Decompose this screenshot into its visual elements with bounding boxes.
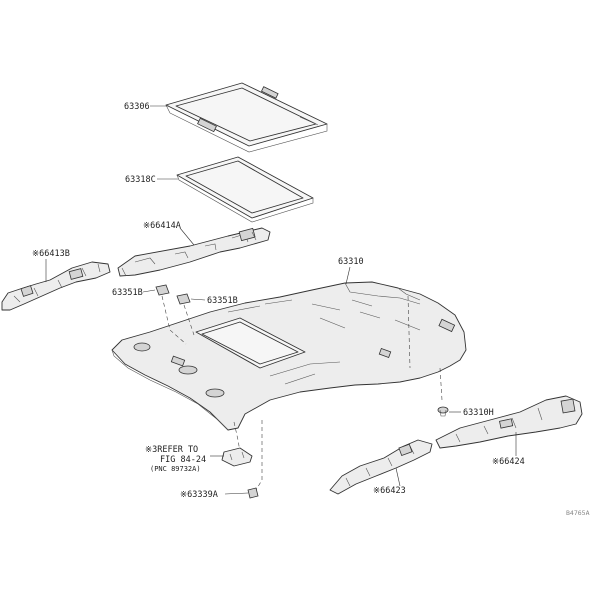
label-63310: 63310	[338, 257, 364, 267]
leader-66423	[395, 467, 401, 487]
label-63310h: 63310H	[463, 408, 494, 418]
part-66423-rail-bracket	[329, 439, 433, 495]
assembly-line-63339a	[255, 420, 263, 491]
label-66414a: ※66414A	[143, 221, 181, 231]
label-63351b-left: 63351B	[112, 288, 143, 298]
part-66414a-rail-bracket	[117, 227, 271, 277]
label-63306: 63306	[124, 102, 150, 112]
label-66413b: ※66413B	[32, 249, 70, 259]
label-refer-line1: ※3REFER TO	[145, 445, 198, 455]
part-ref-bracket	[221, 447, 253, 467]
part-66424-rail-bracket	[435, 395, 583, 449]
part-63351b-clip-left	[155, 284, 170, 296]
assembly-line-clip-left	[161, 295, 187, 345]
part-63351b-clip-right	[176, 293, 191, 305]
part-63318c-weatherstrip	[176, 156, 314, 223]
label-63318c: 63318C	[125, 175, 156, 185]
part-63310-headliner	[111, 281, 467, 431]
part-63310h-clip	[437, 406, 449, 417]
label-refer-line3: (PNC 89732A)	[150, 465, 201, 473]
label-63339a: ※63339A	[180, 490, 218, 500]
leader-66414a	[179, 227, 195, 246]
label-66424: ※66424	[492, 457, 525, 467]
assembly-line-rear	[407, 295, 411, 369]
leader-63351b-left	[142, 289, 156, 293]
assembly-line-63310h	[439, 367, 443, 401]
part-63339a-clip	[247, 487, 259, 499]
part-63306-sunshade-panel	[165, 82, 328, 153]
label-63351b-right: 63351B	[207, 296, 238, 306]
leader-63310	[345, 266, 351, 285]
leader-63339a	[224, 492, 249, 495]
leader-63351b-right	[190, 298, 206, 301]
assembly-line-clip-right	[183, 304, 195, 336]
drawing-code: B4765A	[566, 509, 590, 517]
part-66413b-rail-bracket	[1, 261, 111, 311]
label-66423: ※66423	[373, 486, 406, 496]
label-refer-line2: FIG 84-24	[160, 455, 206, 465]
